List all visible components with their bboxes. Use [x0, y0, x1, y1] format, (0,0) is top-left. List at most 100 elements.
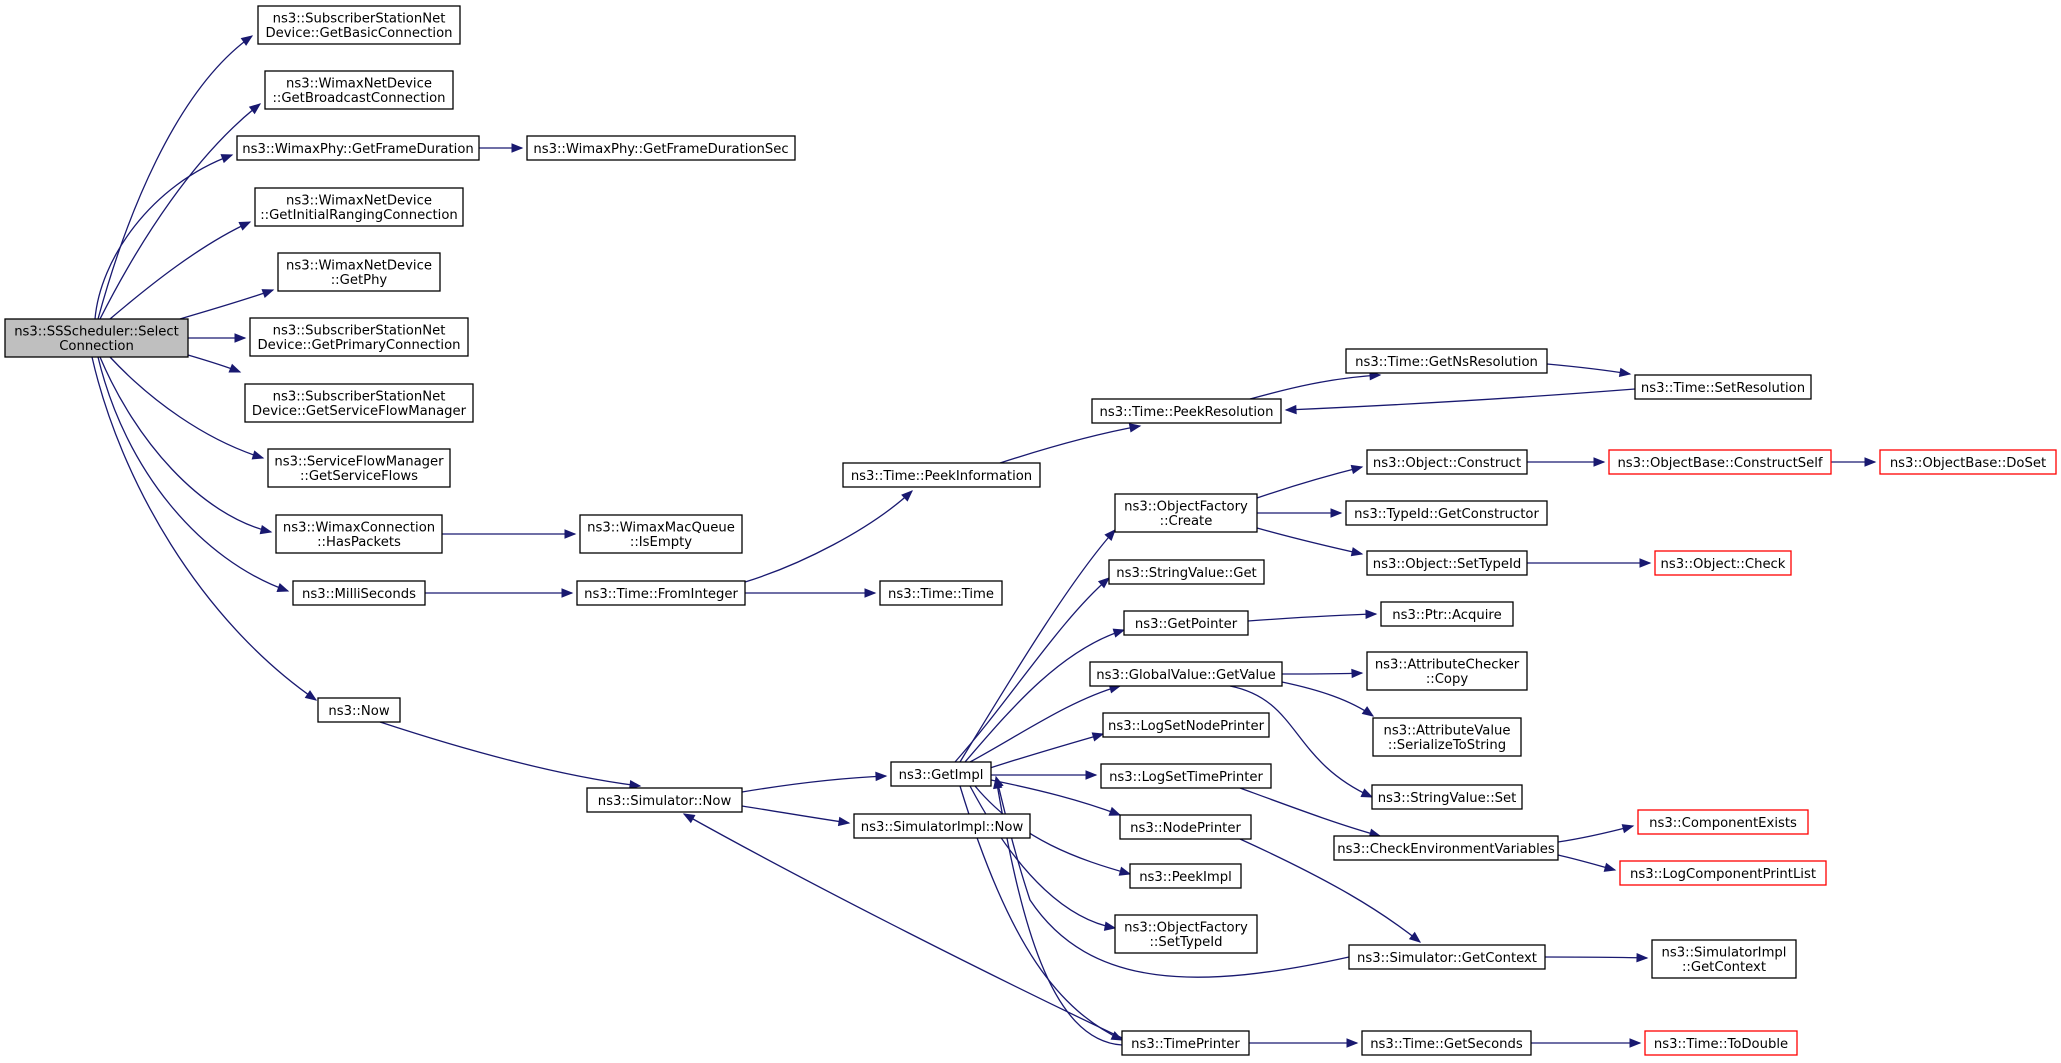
node-getSF[interactable]: ns3::ServiceFlowManager::GetServiceFlows — [267, 448, 451, 488]
node-fromInt[interactable]: ns3::Time::FromInteger — [576, 580, 746, 606]
node-objConstruct[interactable]: ns3::Object::Construct — [1366, 449, 1528, 475]
node-ofCreate[interactable]: ns3::ObjectFactory::Create — [1114, 493, 1258, 533]
node-milli[interactable]: ns3::MilliSeconds — [292, 580, 426, 606]
arrowhead-icon — [1284, 404, 1297, 415]
edge-checkEnv-to-compExists — [1557, 824, 1635, 843]
node-label: ns3::ObjectBase::DoSet — [1890, 456, 2046, 471]
node-avSer[interactable]: ns3::AttributeValue::SerializeToString — [1372, 717, 1522, 757]
node-label: ns3::AttributeValue — [1384, 724, 1511, 739]
edge-root-to-getInitRanging — [109, 221, 252, 320]
node-timeToDouble[interactable]: ns3::Time::ToDouble — [1644, 1030, 1798, 1056]
node-getPointer[interactable]: ns3::GetPointer — [1123, 610, 1249, 636]
node-simNow[interactable]: ns3::Simulator::Now — [586, 787, 743, 813]
node-acCopy[interactable]: ns3::AttributeChecker::Copy — [1366, 651, 1528, 691]
edge-ofCreate-to-objConstruct — [1256, 464, 1364, 499]
node-getBasic[interactable]: ns3::SubscriberStationNetDevice::GetBasi… — [257, 5, 461, 45]
node-getNsRes[interactable]: ns3::Time::GetNsResolution — [1345, 348, 1548, 374]
node-logSetTime[interactable]: ns3::LogSetTimePrinter — [1100, 763, 1272, 789]
node-label: ns3::ObjectBase::ConstructSelf — [1617, 456, 1822, 471]
arrowhead-icon — [251, 450, 265, 460]
node-logCompPrint[interactable]: ns3::LogComponentPrintList — [1619, 860, 1827, 886]
arrowhead-icon — [511, 143, 524, 153]
edge-gvGetValue-to-avSer — [1281, 681, 1375, 717]
node-label: ns3::Time::SetResolution — [1641, 381, 1805, 396]
node-compExists[interactable]: ns3::ComponentExists — [1637, 809, 1809, 835]
node-getPhy[interactable]: ns3::WimaxNetDevice::GetPhy — [277, 252, 441, 292]
node-timeTime[interactable]: ns3::Time::Time — [879, 580, 1003, 606]
node-getFrameDurSec[interactable]: ns3::WimaxPhy::GetFrameDurationSec — [526, 135, 796, 161]
node-simImplNow[interactable]: ns3::SimulatorImpl::Now — [853, 813, 1031, 839]
node-strGet[interactable]: ns3::StringValue::Get — [1108, 559, 1265, 585]
node-box — [254, 187, 464, 227]
node-strSet[interactable]: ns3::StringValue::Set — [1371, 784, 1523, 810]
node-getPrimary[interactable]: ns3::SubscriberStationNetDevice::GetPrim… — [249, 317, 469, 357]
node-getInitRanging[interactable]: ns3::WimaxNetDevice::GetInitialRangingCo… — [254, 187, 464, 227]
node-getImpl[interactable]: ns3::GetImpl — [890, 761, 992, 787]
node-label: ns3::Time::ToDouble — [1654, 1037, 1788, 1052]
node-box — [1123, 610, 1249, 636]
node-box — [264, 70, 454, 110]
node-label: ns3::Object::Check — [1661, 557, 1786, 572]
edge-line — [954, 577, 1110, 763]
call-nodes: ns3::SSScheduler::SelectConnectionns3::S… — [4, 5, 2057, 1056]
node-box — [1114, 914, 1258, 954]
node-getSFM[interactable]: ns3::SubscriberStationNetDevice::GetServ… — [244, 383, 474, 423]
edge-root-to-hasPackets — [99, 356, 273, 535]
node-obDoSet[interactable]: ns3::ObjectBase::DoSet — [1879, 449, 2057, 475]
node-objCheck[interactable]: ns3::Object::Check — [1654, 550, 1792, 576]
edge-line — [1256, 527, 1363, 555]
arrowhead-icon — [1593, 457, 1606, 467]
arrowhead-icon — [901, 490, 913, 502]
node-label: ns3::Simulator::Now — [598, 794, 732, 809]
node-timeGetSec[interactable]: ns3::Time::GetSeconds — [1361, 1030, 1532, 1056]
arrowhead-icon — [248, 103, 262, 115]
node-label: ns3::SubscriberStationNet — [273, 390, 446, 405]
node-label: ns3::Now — [328, 704, 389, 719]
edge-ofCreate-to-objSetTypeId — [1256, 527, 1364, 557]
arrowhead-icon — [259, 524, 273, 535]
node-simGetCtx[interactable]: ns3::Simulator::GetContext — [1348, 944, 1546, 970]
edge-line — [97, 356, 289, 592]
node-obConstructSelf[interactable]: ns3::ObjectBase::ConstructSelf — [1608, 449, 1832, 475]
edge-obConstructSelf-to-obDoSet — [1831, 457, 1877, 467]
node-timePrinter[interactable]: ns3::TimePrinter — [1121, 1030, 1250, 1056]
node-ptrAcquire[interactable]: ns3::Ptr::Acquire — [1380, 601, 1514, 627]
node-box — [1091, 398, 1282, 424]
node-simImplGetCtx[interactable]: ns3::SimulatorImpl::GetContext — [1651, 939, 1797, 979]
node-label: ns3::LogSetNodePrinter — [1108, 719, 1265, 734]
node-logSetNode[interactable]: ns3::LogSetNodePrinter — [1102, 712, 1270, 738]
node-setRes[interactable]: ns3::Time::SetResolution — [1634, 374, 1812, 400]
arrowhead-icon — [1636, 952, 1649, 963]
node-isEmpty[interactable]: ns3::WimaxMacQueue::IsEmpty — [579, 514, 743, 554]
edge-getFrameDur-to-getFrameDurSec — [479, 143, 524, 153]
edge-line — [964, 629, 1125, 763]
node-nodePrinter[interactable]: ns3::NodePrinter — [1119, 814, 1252, 840]
node-checkEnv[interactable]: ns3::CheckEnvironmentVariables — [1333, 835, 1559, 861]
node-now[interactable]: ns3::Now — [317, 697, 401, 723]
node-objSetTypeId[interactable]: ns3::Object::SetTypeId — [1366, 550, 1528, 576]
node-getBroadcast[interactable]: ns3::WimaxNetDevice::GetBroadcastConnect… — [264, 70, 454, 110]
edge-line — [379, 721, 641, 787]
node-getFrameDur[interactable]: ns3::WimaxPhy::GetFrameDuration — [236, 135, 480, 161]
node-gvGetValue[interactable]: ns3::GlobalValue::GetValue — [1089, 661, 1283, 687]
node-label: ns3::PeekImpl — [1139, 870, 1232, 885]
arrowhead-icon — [1346, 1038, 1359, 1048]
node-box — [586, 787, 743, 813]
node-ofSetTypeId[interactable]: ns3::ObjectFactory::SetTypeId — [1114, 914, 1258, 954]
edge-getPointer-to-ptrAcquire — [1247, 609, 1378, 622]
node-peekRes[interactable]: ns3::Time::PeekResolution — [1091, 398, 1282, 424]
node-box — [1100, 763, 1272, 789]
node-hasPackets[interactable]: ns3::WimaxConnection::HasPackets — [275, 514, 443, 554]
edge-root-to-getSF — [109, 356, 265, 460]
node-peekImpl[interactable]: ns3::PeekImpl — [1129, 863, 1242, 889]
arrowhead-icon — [564, 529, 577, 539]
arrowhead-icon — [682, 813, 696, 824]
node-label: ns3::TypeId::GetConstructor — [1354, 507, 1539, 522]
node-peekInfo[interactable]: ns3::Time::PeekInformation — [842, 462, 1041, 488]
edge-line — [1247, 613, 1377, 622]
node-label: ns3::CheckEnvironmentVariables — [1337, 842, 1555, 857]
edge-getNsRes-to-setRes — [1546, 363, 1632, 378]
node-typeIdGetCtor[interactable]: ns3::TypeId::GetConstructor — [1345, 500, 1548, 526]
